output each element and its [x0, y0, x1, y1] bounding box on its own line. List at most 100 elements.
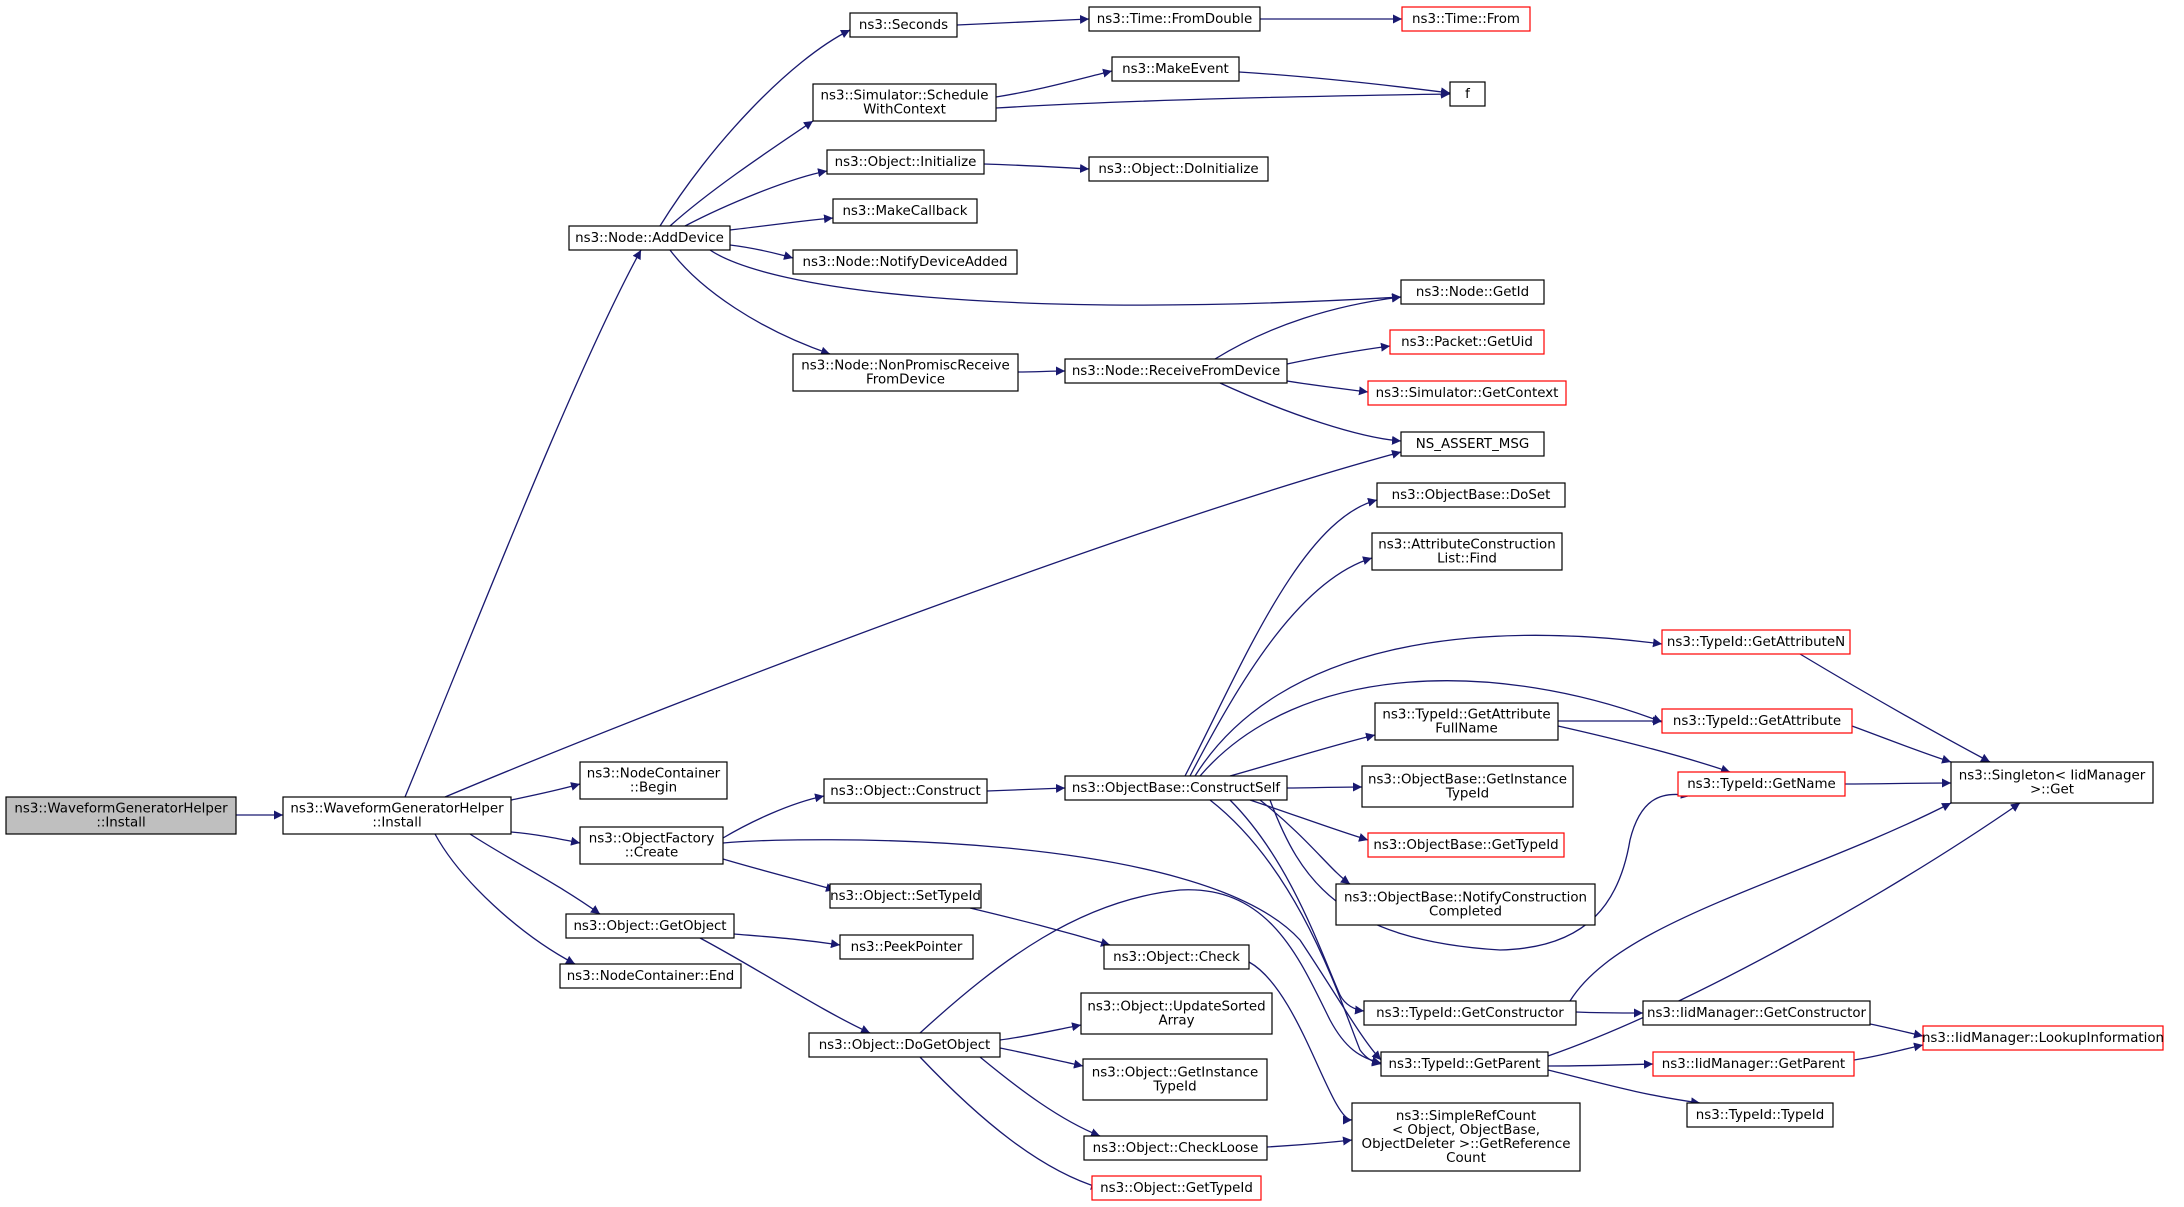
- node-label: ns3::Time::From: [1412, 12, 1520, 27]
- node-lookup[interactable]: ns3::IidManager::LookupInformation: [1922, 1025, 2164, 1051]
- edge-constructself-getconstructor: [1229, 799, 1365, 1015]
- node-label: ::Install: [96, 816, 145, 831]
- node-iidgetcons[interactable]: ns3::IidManager::GetConstructor: [1642, 1000, 1871, 1026]
- node-constructself[interactable]: ns3::ObjectBase::ConstructSelf: [1064, 775, 1288, 801]
- edge-constructself-getname: [1269, 789, 1691, 951]
- node-box: [559, 963, 742, 989]
- edge-getconstructor-iidgetcons: [1575, 1008, 1644, 1018]
- edge-getparent-singleton: [1547, 802, 2021, 1057]
- node-ofcreate[interactable]: ns3::ObjectFactory::Create: [579, 826, 724, 865]
- node-box: [1677, 771, 1846, 797]
- node-makeevent[interactable]: ns3::MakeEvent: [1111, 56, 1240, 82]
- node-box: [823, 778, 988, 804]
- node-simplerefcount[interactable]: ns3::SimpleRefCount< Object, ObjectBase,…: [1351, 1102, 1581, 1172]
- node-label: ns3::ObjectBase::GetInstance: [1368, 773, 1567, 788]
- node-fromdouble[interactable]: ns3::Time::FromDouble: [1088, 6, 1261, 32]
- edge-constructself-getattrn: [1194, 634, 1663, 777]
- edge-construct-constructself: [986, 783, 1066, 793]
- edge-getobject-dogetobject: [699, 937, 871, 1034]
- node-notifydevice[interactable]: ns3::Node::NotifyDeviceAdded: [792, 249, 1018, 275]
- node-label: ::Begin: [630, 781, 677, 796]
- node-label: ns3::TypeId::TypeId: [1696, 1108, 1824, 1123]
- node-getattrn[interactable]: ns3::TypeId::GetAttributeN: [1661, 629, 1851, 655]
- node-getid[interactable]: ns3::Node::GetId: [1400, 279, 1545, 305]
- edge-ofcreate-getparent: [722, 839, 1382, 1061]
- node-getconstructor[interactable]: ns3::TypeId::GetConstructor: [1363, 1000, 1577, 1026]
- node-ncbegin[interactable]: ns3::NodeContainer::Begin: [579, 761, 728, 800]
- node-receivefrom[interactable]: ns3::Node::ReceiveFromDevice: [1064, 358, 1288, 384]
- node-box: [1082, 1058, 1268, 1101]
- node-label: ns3::Object::DoGetObject: [819, 1038, 991, 1053]
- node-getparent[interactable]: ns3::TypeId::GetParent: [1380, 1051, 1549, 1077]
- node-install[interactable]: ns3::WaveformGeneratorHelper::Install: [282, 796, 512, 835]
- node-label: TypeId: [1152, 1080, 1196, 1095]
- node-doset[interactable]: ns3::ObjectBase::DoSet: [1376, 482, 1566, 508]
- node-label: ns3::Object::DoInitialize: [1098, 162, 1258, 177]
- node-objgettypeid[interactable]: ns3::Object::GetTypeId: [1091, 1175, 1262, 1201]
- node-getobject[interactable]: ns3::Object::GetObject: [565, 913, 735, 939]
- edge-getconstructor-singleton: [1569, 802, 1952, 1002]
- node-box: [1083, 1135, 1268, 1161]
- node-getuid[interactable]: ns3::Packet::GetUid: [1389, 329, 1545, 355]
- node-box: [1642, 1000, 1871, 1026]
- edge-getobject-peekpointer: [733, 933, 841, 949]
- node-label: ns3::Simulator::Schedule: [821, 89, 989, 104]
- node-obgettypeid[interactable]: ns3::ObjectBase::GetTypeId: [1367, 832, 1565, 858]
- node-label: ::Install: [372, 816, 421, 831]
- node-makecallback[interactable]: ns3::MakeCallback: [832, 198, 978, 224]
- node-label: ns3::Object::Initialize: [835, 155, 977, 170]
- node-settypeid[interactable]: ns3::Object::SetTypeId: [829, 883, 982, 909]
- node-box: [826, 149, 985, 175]
- node-ncend[interactable]: ns3::NodeContainer::End: [559, 963, 742, 989]
- node-singleton[interactable]: ns3::Singleton< IidManager >::Get: [1950, 761, 2154, 804]
- edge-receivefrom-assert: [1219, 382, 1402, 445]
- node-doinitialize[interactable]: ns3::Object::DoInitialize: [1088, 156, 1269, 182]
- node-box: [1351, 1102, 1581, 1172]
- node-label: >::Get: [2030, 783, 2074, 798]
- node-checkloose[interactable]: ns3::Object::CheckLoose: [1083, 1135, 1268, 1161]
- node-timefrom[interactable]: ns3::Time::From: [1401, 6, 1531, 32]
- node-box: [1389, 329, 1545, 355]
- edge-constructself-getattrfull: [1229, 732, 1376, 777]
- edge-install-ofcreate: [510, 831, 581, 846]
- edge-getattrn-singleton: [1799, 653, 1991, 763]
- edge-schedule-f: [995, 89, 1451, 109]
- node-box: [792, 353, 1019, 392]
- node-construct[interactable]: ns3::Object::Construct: [823, 778, 988, 804]
- node-getcontext[interactable]: ns3::Simulator::GetContext: [1367, 380, 1567, 406]
- node-getattr[interactable]: ns3::TypeId::GetAttribute: [1661, 708, 1853, 734]
- node-peekpointer[interactable]: ns3::PeekPointer: [839, 934, 974, 960]
- node-label: ns3::Object::Construct: [830, 784, 981, 799]
- node-f[interactable]: f: [1449, 81, 1486, 107]
- node-label: NS_ASSERT_MSG: [1416, 437, 1529, 452]
- node-label: < Object, ObjectBase,: [1392, 1123, 1540, 1138]
- node-adddevice[interactable]: ns3::Node::AddDevice: [568, 225, 731, 251]
- node-notifycons[interactable]: ns3::ObjectBase::NotifyConstructionCompl…: [1335, 883, 1596, 926]
- node-root[interactable]: ns3::WaveformGeneratorHelper::Install: [5, 796, 237, 835]
- node-box: [1400, 431, 1545, 457]
- node-label: Completed: [1429, 905, 1502, 920]
- node-label: ns3::TypeId::GetConstructor: [1376, 1006, 1564, 1021]
- edge-initialize-doinitialize: [983, 163, 1090, 173]
- node-initialize[interactable]: ns3::Object::Initialize: [826, 149, 985, 175]
- node-box: [1111, 56, 1240, 82]
- node-getname[interactable]: ns3::TypeId::GetName: [1677, 771, 1846, 797]
- node-label: ns3::TypeId::GetAttribute: [1382, 708, 1550, 723]
- edge-install-ncend: [434, 833, 576, 965]
- node-assert[interactable]: NS_ASSERT_MSG: [1400, 431, 1545, 457]
- edge-ofcreate-settypeid: [722, 858, 836, 892]
- node-label: ns3::TypeId::GetParent: [1389, 1057, 1541, 1072]
- node-iidgetparent[interactable]: ns3::IidManager::GetParent: [1652, 1051, 1855, 1077]
- node-dogetobject[interactable]: ns3::Object::DoGetObject: [808, 1032, 1001, 1058]
- node-typeidtypeid[interactable]: ns3::TypeId::TypeId: [1686, 1102, 1834, 1128]
- node-check[interactable]: ns3::Object::Check: [1103, 944, 1250, 970]
- node-seconds[interactable]: ns3::Seconds: [849, 12, 958, 38]
- node-label: FromDevice: [866, 373, 945, 388]
